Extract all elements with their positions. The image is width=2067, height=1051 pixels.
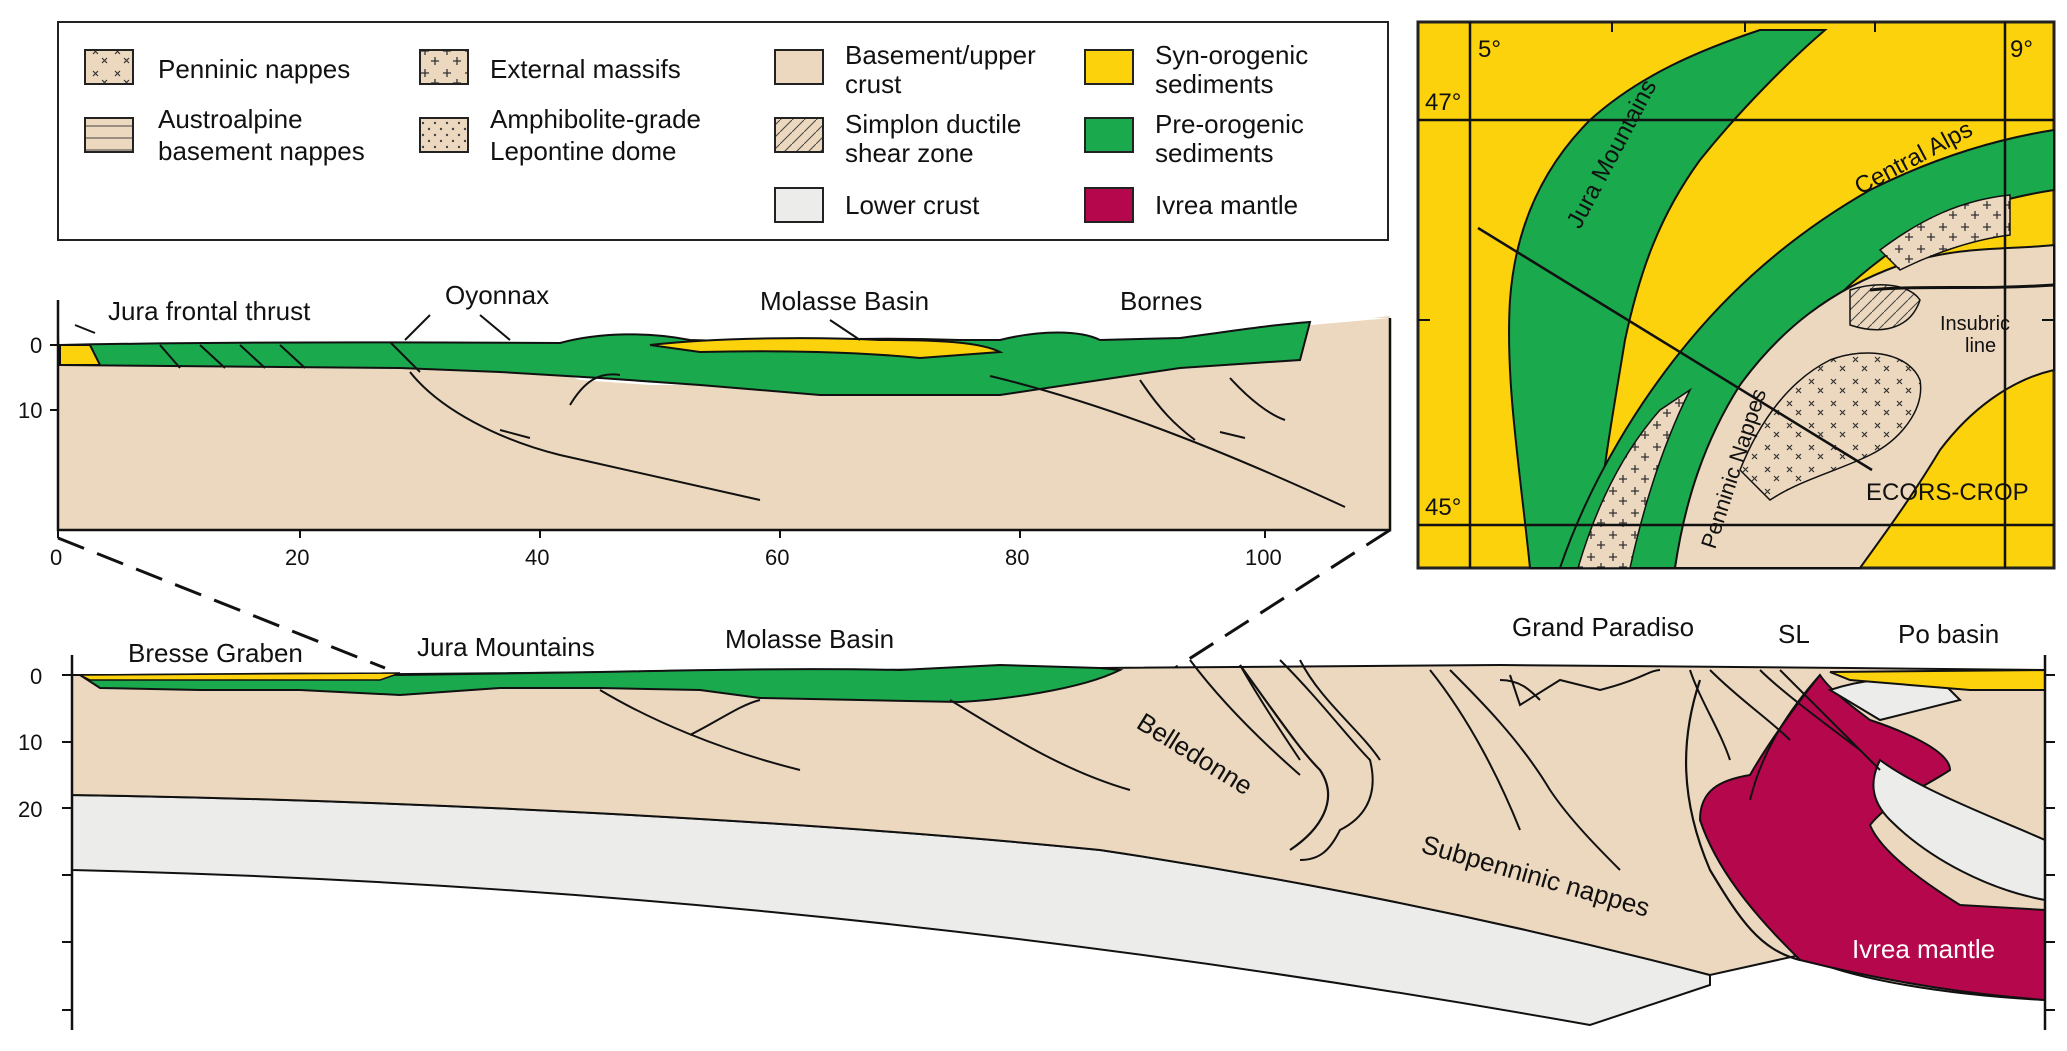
detail-label-jura-thrust: Jura frontal thrust <box>108 296 311 326</box>
detail-ticks <box>50 344 1266 538</box>
detail-x-40: 40 <box>525 545 549 570</box>
main-lower-crust-east <box>1872 758 2046 902</box>
lower-crust-swatch <box>774 187 824 223</box>
main-depth-ticks <box>62 674 2055 1011</box>
austroalpine-swatch <box>84 117 134 153</box>
detail-label-bornes: Bornes <box>1120 286 1202 316</box>
main-faults <box>599 659 1881 871</box>
legend-label-simplon-1: Simplon ductile <box>845 109 1021 139</box>
basement-swatch <box>774 49 824 85</box>
penninic-nappes-swatch <box>84 49 134 85</box>
map-graticule <box>1418 22 2054 568</box>
legend-label-simplon-2: shear zone <box>845 138 974 168</box>
detail-x-20: 20 <box>285 545 309 570</box>
map-label-ecors: ECORS-CROP <box>1866 479 2029 506</box>
main-po-basin-sediments <box>1829 668 2046 691</box>
map-external-massif-2 <box>1878 194 2011 271</box>
detail-section: 0 10 0 20 40 60 80 100 Jura frontal thru… <box>18 280 1392 670</box>
main-depth-0: 0 <box>30 664 42 689</box>
legend-label-pre-1: Pre-orogenic <box>1155 109 1304 139</box>
location-map: 5° 9° 47° 45° Jura Mountains Central Alp… <box>1416 20 2056 570</box>
main-label-jura: Jura Mountains <box>417 632 595 662</box>
detail-x-80: 80 <box>1005 545 1029 570</box>
legend-label-lepontine-1: Amphibolite-grade <box>490 104 701 134</box>
main-major-thrusts <box>1239 664 1801 962</box>
pre-orogenic-swatch <box>1084 117 1134 153</box>
map-penninic-zone <box>1739 352 1922 501</box>
detail-depth-0: 0 <box>30 333 42 358</box>
main-label-sl: SL <box>1778 619 1810 649</box>
detail-depth-10: 10 <box>18 398 42 423</box>
map-external-massif-1 <box>1576 387 1692 569</box>
lepontine-swatch <box>419 117 469 153</box>
map-label-insubric-2: line <box>1965 335 1996 357</box>
detail-x-60: 60 <box>765 545 789 570</box>
legend: Penninic nappes Austroalpine basement na… <box>57 21 1389 241</box>
legend-label-austroalpine-2: basement nappes <box>158 136 365 166</box>
legend-label-pre-2: sediments <box>1155 138 1274 168</box>
map-lon-5: 5° <box>1478 36 1501 63</box>
map-jura-belt <box>1508 29 1828 569</box>
detail-x-0: 0 <box>50 545 62 570</box>
map-lat-47: 47° <box>1425 89 1461 116</box>
simplon-swatch <box>774 117 824 153</box>
legend-label-austroalpine-1: Austroalpine <box>158 104 303 134</box>
main-label-molasse: Molasse Basin <box>725 624 894 654</box>
legend-label-ivrea: Ivrea mantle <box>1155 190 1298 220</box>
legend-label-basement-1: Basement/upper <box>845 40 1036 70</box>
detail-frame <box>56 300 1392 532</box>
detail-syn-west <box>59 344 102 366</box>
main-syn-orogenic-west <box>79 672 401 681</box>
legend-label-lower-crust: Lower crust <box>845 190 980 220</box>
legend-label-syn-1: Syn-orogenic <box>1155 40 1308 70</box>
map-lon-9: 9° <box>2010 36 2033 63</box>
map-label-insubric-1: Insubric <box>1940 313 2010 335</box>
detail-label-oyonnax: Oyonnax <box>445 280 549 310</box>
legend-label-lepontine-2: Lepontine dome <box>490 136 676 166</box>
map-section-line <box>1477 226 1873 472</box>
map-insubric-line <box>1869 283 2055 292</box>
legend-label-basement-2: crust <box>845 69 902 99</box>
detail-arrows <box>499 429 1246 439</box>
legend-label-external: External massifs <box>490 54 681 84</box>
detail-leaders <box>74 314 861 341</box>
main-depth-10: 10 <box>18 730 42 755</box>
detail-label-molasse: Molasse Basin <box>760 286 929 316</box>
detail-x-100: 100 <box>1245 545 1282 570</box>
legend-label-syn-2: sediments <box>1155 69 1274 99</box>
main-section: 0 10 20 Bresse Graben Jura Mountains Mol… <box>18 612 2055 1030</box>
syn-orogenic-swatch <box>1084 49 1134 85</box>
ivrea-mantle-swatch <box>1084 187 1134 223</box>
main-label-po-basin: Po basin <box>1898 619 1999 649</box>
map-lat-45: 45° <box>1425 494 1461 521</box>
legend-frame <box>57 21 1389 241</box>
detail-faults <box>159 341 1346 508</box>
main-label-bresse: Bresse Graben <box>128 638 303 668</box>
map-simplon-zone <box>1849 284 1921 331</box>
main-depth-20: 20 <box>18 797 42 822</box>
main-label-grand-paradiso: Grand Paradiso <box>1512 612 1694 642</box>
zoom-connectors <box>57 528 1391 670</box>
main-axes <box>70 655 2047 1030</box>
main-label-ivrea: Ivrea mantle <box>1852 934 1995 964</box>
legend-label-penninic: Penninic nappes <box>158 54 350 84</box>
main-ivrea-mantle <box>1698 673 2046 1002</box>
external-massifs-swatch <box>419 49 469 85</box>
map-graticule-ticks <box>1418 22 2054 321</box>
detail-syn-molasse <box>649 337 1004 360</box>
